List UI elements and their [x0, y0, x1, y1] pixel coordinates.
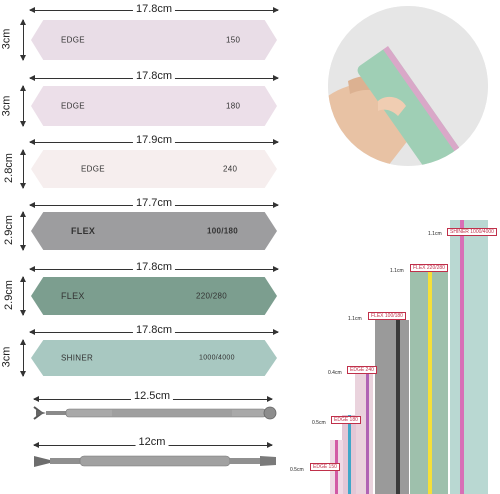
file-grit-left-label: EDGE — [81, 164, 105, 174]
file-grit-right-label: 1000/4000 — [199, 354, 235, 362]
file-length-label: 17.8cm — [132, 3, 176, 15]
height-dimension-line — [20, 211, 26, 251]
nail-file: FLEX 100/180 — [31, 212, 277, 250]
height-dimension-line — [20, 19, 26, 61]
hand-holding-file-photo — [328, 6, 488, 166]
file-grit-left-label: EDGE — [61, 35, 85, 45]
thickness-label: 1.1cm — [348, 316, 362, 322]
file-grit-left-label: FLEX — [71, 226, 96, 236]
tool-length-label: 12cm — [135, 436, 169, 448]
cuticle-pusher-tool — [33, 406, 277, 420]
thickness-label: 0.5cm — [290, 467, 304, 473]
file-height-label: 2.8cm — [2, 153, 15, 183]
file-height-label: 3cm — [0, 28, 13, 50]
thickness-label: 0.5cm — [312, 420, 326, 426]
file-grit-left-label: FLEX — [61, 291, 85, 301]
stacked-files-illustration — [330, 220, 488, 494]
height-dimension-line — [20, 149, 26, 189]
file-grit-right-label: 180 — [226, 101, 241, 111]
file-grit-right-label: 150 — [226, 35, 241, 45]
nail-file: EDGE 240 — [31, 150, 277, 188]
file-height-label: 3cm — [0, 346, 13, 368]
file-length-label: 17.8cm — [132, 324, 176, 336]
file-length-label: 17.9cm — [132, 134, 176, 146]
file-grit-right-label: 240 — [223, 164, 238, 174]
thickness-label: 0.4cm — [328, 370, 342, 376]
nail-file: EDGE 180 — [31, 86, 277, 126]
file-height-label: 2.9cm — [2, 215, 15, 245]
file-height-label: 3cm — [0, 95, 13, 117]
height-dimension-line — [20, 85, 26, 127]
hand-illustration — [328, 6, 488, 166]
file-grit-left-label: SHINER — [61, 353, 94, 363]
file-length-label: 17.8cm — [132, 261, 176, 273]
thickness-file-label: FLEX 100/180 — [368, 312, 406, 320]
thickness-label: 1.1cm — [390, 268, 404, 274]
nail-file: EDGE 150 — [31, 20, 277, 60]
thickness-file-label: FLEX 220/280 — [410, 264, 448, 272]
height-dimension-line — [20, 339, 26, 377]
thickness-file-label: EDGE 180 — [331, 416, 361, 424]
tool-length-label: 12.5cm — [130, 390, 174, 402]
file-length-label: 17.7cm — [132, 197, 176, 209]
thickness-file-label: EDGE 150 — [310, 463, 340, 471]
cuticle-spoon-tool — [34, 455, 276, 467]
thickness-label: 1.1cm — [428, 231, 442, 237]
file-grit-right-label: 100/180 — [207, 226, 239, 236]
nail-file: FLEX 220/280 — [31, 277, 277, 315]
nail-file: SHINER 1000/4000 — [31, 340, 277, 376]
file-height-label: 2.9cm — [2, 280, 15, 310]
file-length-label: 17.8cm — [132, 70, 176, 82]
file-grit-left-label: EDGE — [61, 101, 85, 111]
thickness-file-label: EDGE 240 — [347, 366, 377, 374]
thickness-file-label: SHINER 1000/4000 — [447, 228, 497, 236]
file-grit-right-label: 220/280 — [196, 291, 228, 301]
height-dimension-line — [20, 276, 26, 316]
